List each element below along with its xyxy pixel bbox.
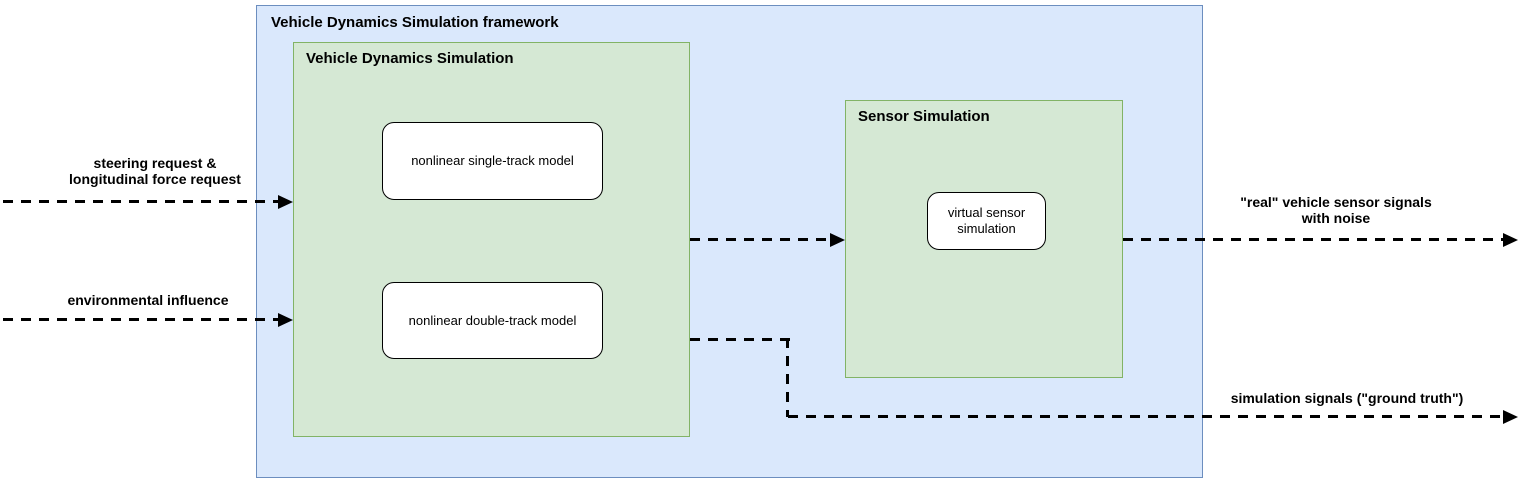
arrowhead — [1503, 410, 1518, 424]
label-real-sensor-signals: "real" vehicle sensor signals with noise — [1240, 194, 1432, 226]
vehicle-dynamics-simulation-group: Vehicle Dynamics Simulation — [293, 42, 690, 437]
arrow-line — [3, 200, 283, 203]
arrowhead — [1503, 233, 1518, 247]
label-steering-request: steering request & longitudinal force re… — [69, 155, 241, 187]
arrow-line — [788, 415, 1505, 418]
node-double-track-model: nonlinear double-track model — [382, 282, 603, 359]
vehicle-dynamics-simulation-title: Vehicle Dynamics Simulation — [306, 50, 514, 67]
framework-title: Vehicle Dynamics Simulation framework — [271, 14, 559, 31]
arrowhead — [278, 313, 293, 327]
arrow-line — [3, 318, 283, 321]
sensor-simulation-group: Sensor Simulation — [845, 100, 1123, 378]
sensor-simulation-title: Sensor Simulation — [858, 108, 990, 125]
arrowhead — [278, 195, 293, 209]
arrow-line — [786, 338, 789, 417]
node-virtual-sensor-simulation: virtual sensor simulation — [927, 192, 1046, 250]
arrow-line — [690, 338, 790, 341]
arrow-line — [690, 238, 832, 241]
arrowhead — [830, 233, 845, 247]
label-simulation-signals-ground-truth: simulation signals ("ground truth") — [1230, 390, 1464, 406]
node-single-track-model: nonlinear single-track model — [382, 122, 603, 200]
arrow-line — [1123, 238, 1505, 241]
label-environmental-influence: environmental influence — [67, 292, 229, 308]
